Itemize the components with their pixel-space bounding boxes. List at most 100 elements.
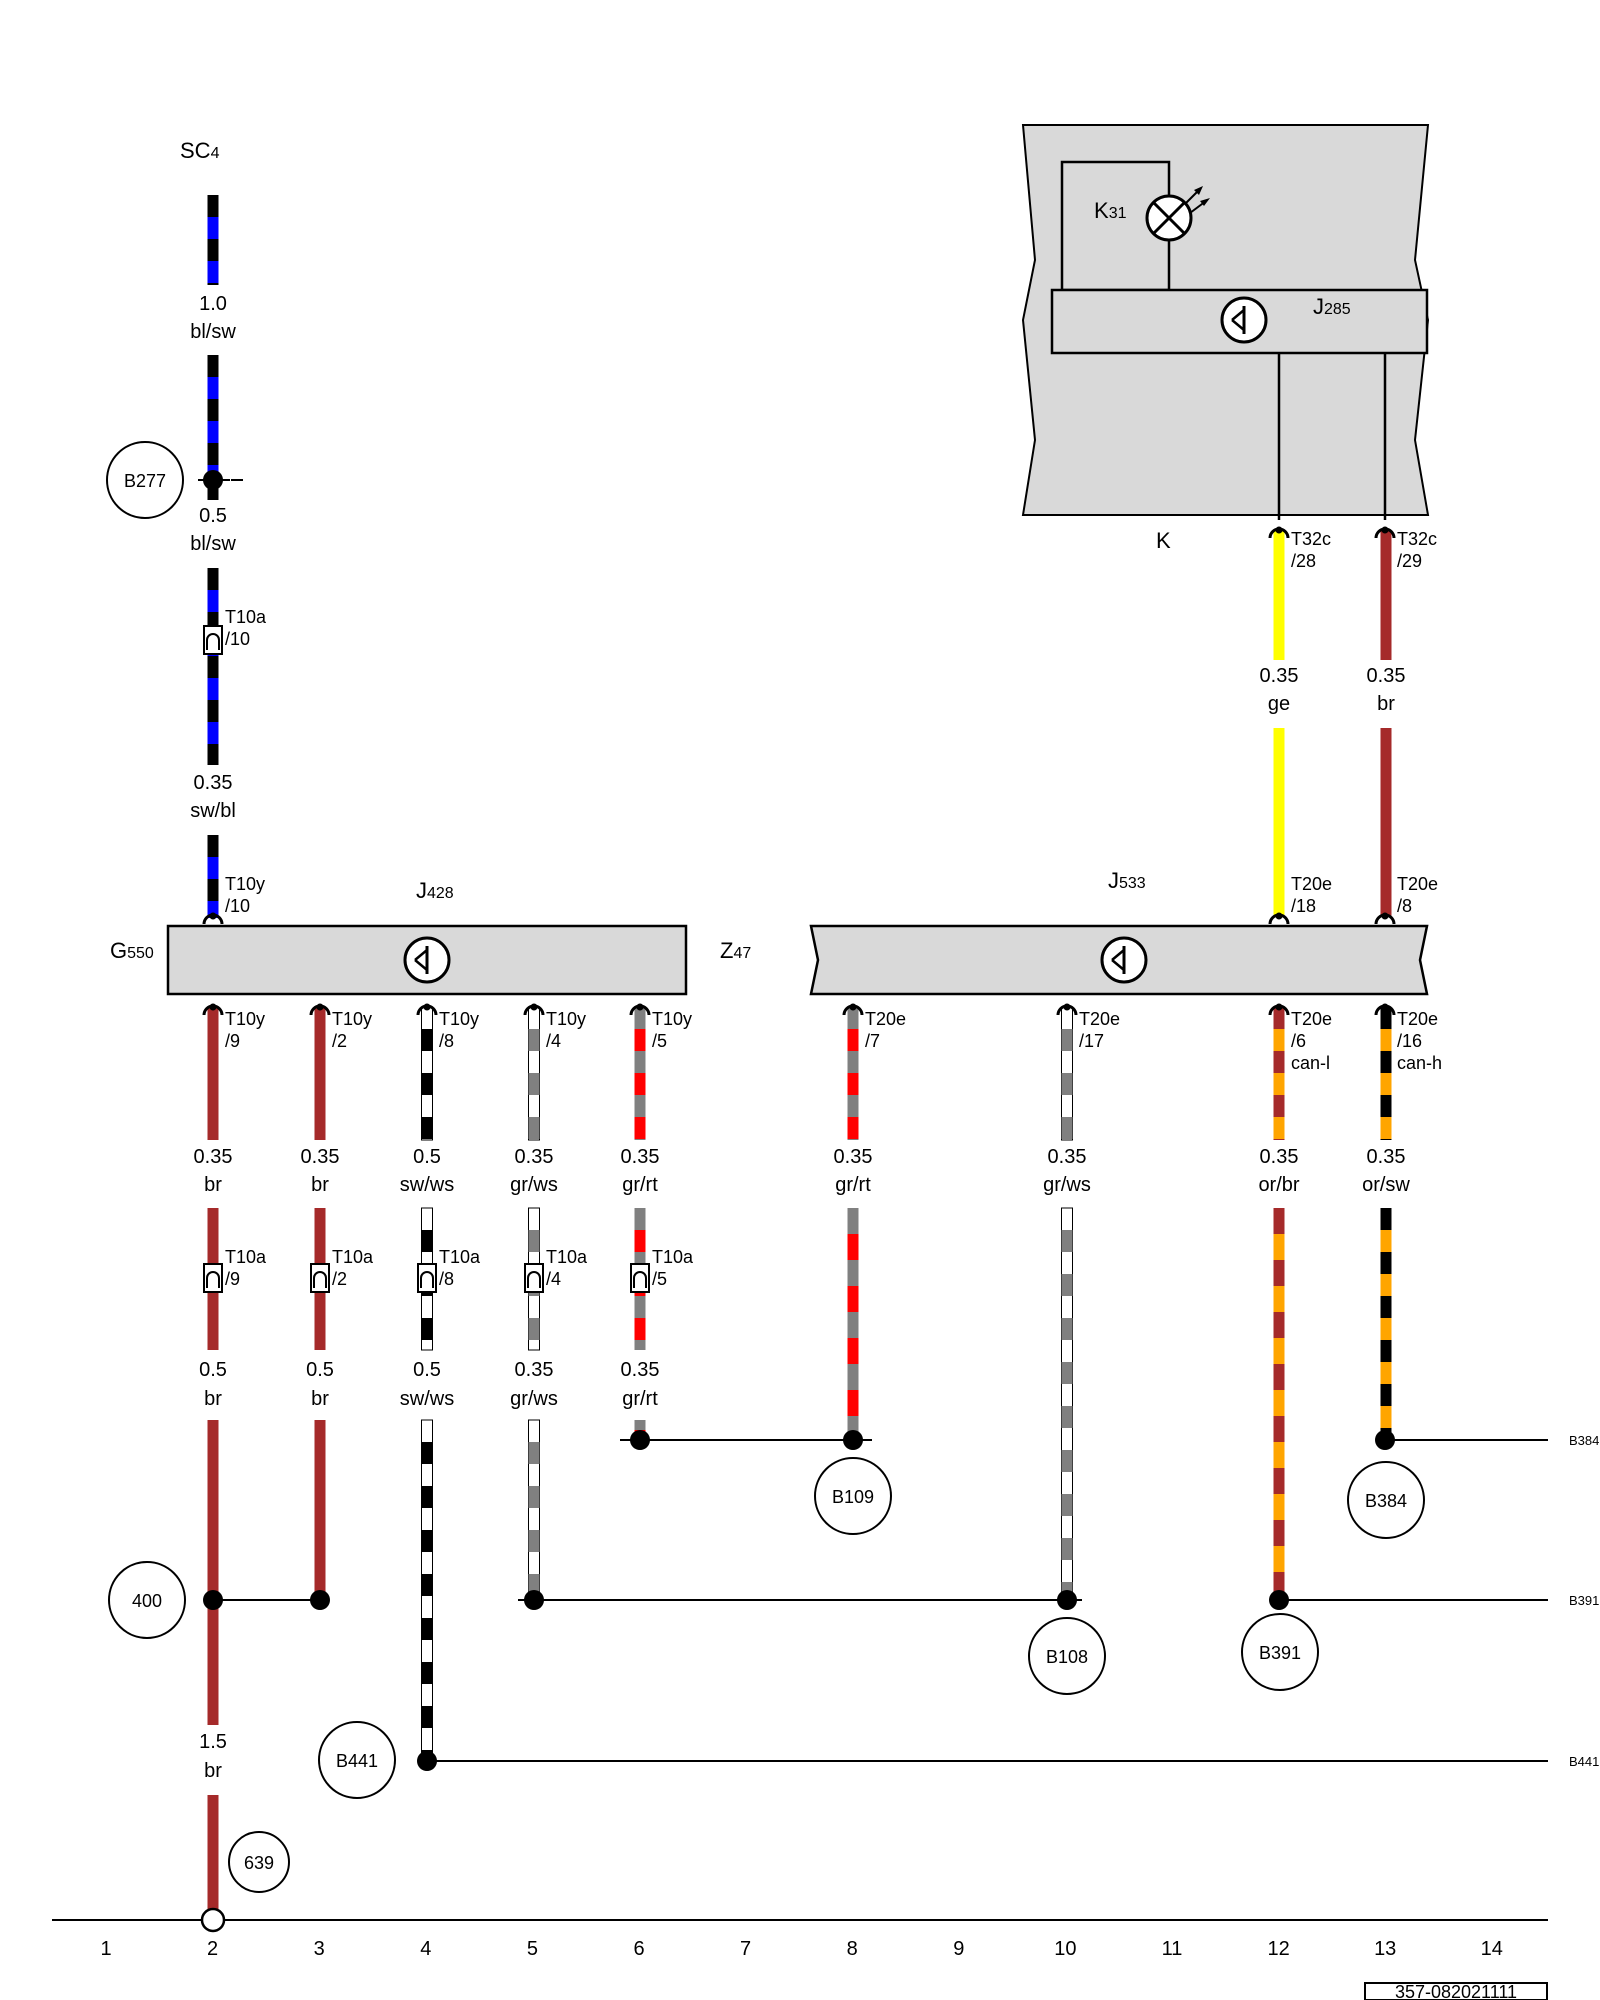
ref-circle-b108: B108 <box>1028 1617 1106 1695</box>
wire-color: or/br <box>1258 1174 1299 1196</box>
gateway-j533: J533 Z47 <box>720 868 1429 996</box>
edge-ref-b384: B384 <box>1569 1433 1599 1448</box>
inline-connector <box>203 1263 223 1293</box>
j285-label: J285 <box>1313 294 1351 319</box>
connector-id: T10y <box>225 874 265 894</box>
track-number: 10 <box>1054 1938 1076 1960</box>
connector-pin <box>1268 911 1290 926</box>
wire-size: 0.35 <box>301 1146 340 1168</box>
connector-id: T20e <box>865 1009 906 1029</box>
wire-color: gr/ws <box>510 1174 558 1196</box>
wire-color: bl/sw <box>190 533 236 555</box>
connector-id: T10a <box>225 607 267 627</box>
connector-pin-no: /17 <box>1079 1031 1104 1051</box>
svg-text:639: 639 <box>244 1853 274 1873</box>
connector-id: T10a <box>546 1247 588 1267</box>
splice-point <box>417 1751 437 1771</box>
connector-id: T10a <box>225 1247 267 1267</box>
wire-segment <box>314 1007 326 1140</box>
connector-pin-no: /8 <box>1397 896 1412 916</box>
wire-size: 0.35 <box>515 1359 554 1381</box>
wire-size: 0.35 <box>515 1146 554 1168</box>
wire-labels: 1.0 bl/sw 0.5 bl/sw 0.35 sw/bl 0.35 ge 0… <box>190 293 1410 1782</box>
connector-pin-no: /7 <box>865 1031 880 1051</box>
wire-color: sw/ws <box>400 1388 454 1410</box>
wire-color: br <box>204 1388 222 1410</box>
connector-pin-no: /16 <box>1397 1031 1422 1051</box>
wire-color: br <box>311 1388 329 1410</box>
track-number: 1 <box>100 1938 111 1960</box>
wire-color: br <box>204 1174 222 1196</box>
wire-segment <box>1273 530 1285 660</box>
track-number: 11 <box>1162 1938 1183 1960</box>
wire-segment <box>207 1007 219 1140</box>
connector-pin-no: /2 <box>332 1031 347 1051</box>
wire-color: br <box>311 1174 329 1196</box>
svg-text:B384: B384 <box>1365 1491 1407 1511</box>
inline-connector <box>417 1263 437 1293</box>
track-number: 12 <box>1267 1938 1289 1960</box>
splice-point <box>203 1590 223 1610</box>
wire-size: 1.5 <box>199 1731 227 1753</box>
wire-size: 0.5 <box>413 1146 441 1168</box>
drawing-number: 357-082021111 <box>1395 1982 1517 2000</box>
svg-text:B441: B441 <box>336 1751 378 1771</box>
connector-pin-no: /5 <box>652 1269 667 1289</box>
fuse-sc4-label: SC4 <box>180 138 220 163</box>
can-bus-label: can-h <box>1397 1053 1442 1073</box>
connector-pin-no: /4 <box>546 1269 561 1289</box>
connector-id: T20e <box>1397 874 1438 894</box>
j428-label: J428 <box>416 878 454 903</box>
electronic-module-icon <box>403 936 451 984</box>
wire-segment <box>1273 1208 1285 1600</box>
wire-size: 0.35 <box>1367 1146 1406 1168</box>
wire-size: 0.35 <box>621 1146 660 1168</box>
svg-text:B109: B109 <box>832 1487 874 1507</box>
drawing-number-box: 357-082021111 <box>1364 1982 1548 2000</box>
wire-segment <box>1273 1007 1285 1140</box>
splice-point <box>524 1590 544 1610</box>
connector-id: T20e <box>1291 874 1332 894</box>
g550-label: G550 <box>110 938 154 963</box>
track-number: 5 <box>527 1938 538 1960</box>
edge-ref-b441: B441 <box>1569 1754 1599 1769</box>
inline-connector <box>310 1263 330 1293</box>
ref-circle-639: 639 <box>228 1831 290 1893</box>
splice-point <box>843 1430 863 1450</box>
connector-id: T20e <box>1079 1009 1120 1029</box>
ref-circle-400: 400 <box>108 1561 186 1639</box>
wire-size: 0.35 <box>1260 1146 1299 1168</box>
track-number: 14 <box>1481 1938 1503 1960</box>
wire-segment <box>314 1420 326 1600</box>
svg-text:B391: B391 <box>1259 1643 1301 1663</box>
splice-point <box>310 1590 330 1610</box>
wire-size: 0.5 <box>199 505 227 527</box>
wire-color: gr/rt <box>835 1174 871 1196</box>
edge-ref-b391: B391 <box>1569 1593 1599 1608</box>
track-number: 3 <box>314 1938 325 1960</box>
connector-id: T10y <box>225 1009 265 1029</box>
electronic-module-icon <box>1100 936 1148 984</box>
wire-segment <box>1273 728 1285 916</box>
wire-segment <box>207 1420 219 1725</box>
wire-color: gr/ws <box>1043 1174 1091 1196</box>
splice-point <box>1375 1430 1395 1450</box>
wire-segment <box>207 568 219 765</box>
connector-pin-no: /28 <box>1291 551 1316 571</box>
connector-id: T20e <box>1397 1009 1438 1029</box>
wire-segment <box>847 1007 859 1140</box>
wire-size: 0.5 <box>413 1359 441 1381</box>
connector-id: T10a <box>332 1247 374 1267</box>
wire-segment <box>421 1006 433 1141</box>
instrument-cluster: K31 J285 K <box>1021 124 1430 553</box>
ref-circle-b277: B277 <box>106 441 184 519</box>
connector-id: T32c <box>1397 529 1437 549</box>
track-number: 8 <box>847 1938 858 1960</box>
wire-color: bl/sw <box>190 321 236 343</box>
connector-id: T10y <box>332 1009 372 1029</box>
connector-pin-no: /4 <box>546 1031 561 1051</box>
ref-circle-b109: B109 <box>814 1457 892 1535</box>
connector-id: T20e <box>1291 1009 1332 1029</box>
connector-pin-no: /9 <box>225 1031 240 1051</box>
